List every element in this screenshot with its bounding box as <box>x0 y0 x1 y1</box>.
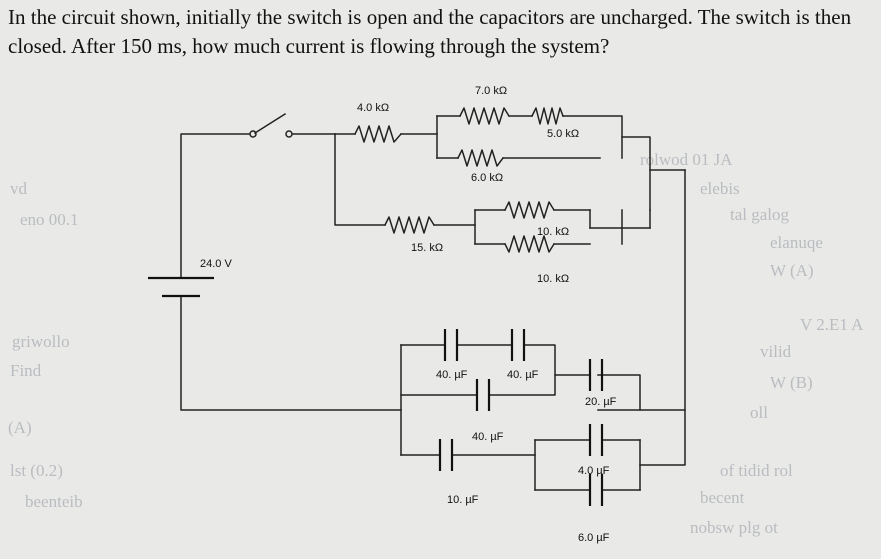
capacitor-40uf-b <box>510 329 526 361</box>
svg-text:(A): (A) <box>8 418 32 437</box>
resistor-6k <box>456 149 505 167</box>
capacitor-6uf <box>588 474 604 506</box>
svg-text:becent: becent <box>700 488 745 507</box>
svg-text:lst (0.2): lst (0.2) <box>10 461 63 480</box>
svg-text:eno 00.1: eno 00.1 <box>20 210 79 229</box>
svg-text:W (A): W (A) <box>770 261 814 280</box>
resistor-15k <box>383 216 436 234</box>
resistor-10k-top-label: 10. kΩ <box>537 226 569 238</box>
capacitor-4uf <box>588 424 604 456</box>
svg-text:vd: vd <box>10 179 28 198</box>
resistor-6k-label: 6.0 kΩ <box>471 172 503 184</box>
capacitor-40uf-a <box>443 329 459 361</box>
resistor-10k-top <box>503 201 556 219</box>
battery <box>148 276 214 298</box>
resistor-7k-label: 7.0 kΩ <box>475 85 507 97</box>
svg-text:of tidid rol: of tidid rol <box>720 461 793 480</box>
svg-text:tal galog: tal galog <box>730 205 790 224</box>
svg-text:beenteib: beenteib <box>25 492 83 511</box>
capacitor-20uf-label: 20. µF <box>585 396 617 408</box>
capacitor-10uf <box>438 439 454 471</box>
question-text: In the circuit shown, initially the swit… <box>8 5 852 58</box>
bleed-through-text: vd eno 00.1 griwollo Find (A) lst (0.2) … <box>8 150 864 537</box>
battery-label: 24.0 V <box>200 258 232 270</box>
svg-text:griwollo: griwollo <box>12 332 70 351</box>
switch <box>249 112 293 138</box>
capacitor-40uf-a-label: 40. µF <box>436 369 468 381</box>
resistor-10k-bottom <box>503 235 556 253</box>
resistor-10k-bottom-label: 10. kΩ <box>537 273 569 285</box>
resistor-5k-label: 5.0 kΩ <box>547 128 579 140</box>
resistor-4k-label: 4.0 kΩ <box>357 102 389 114</box>
resistor-4k <box>353 125 403 143</box>
svg-text:Find: Find <box>10 361 42 380</box>
capacitor-4uf-label: 4.0 µF <box>578 465 610 477</box>
capacitor-40uf-c <box>475 379 491 411</box>
resistor-15k-label: 15. kΩ <box>411 242 443 254</box>
svg-text:W (B): W (B) <box>770 373 813 392</box>
capacitor-40uf-c-label: 40. µF <box>472 431 504 443</box>
svg-text:V 2.E1 A: V 2.E1 A <box>800 315 864 334</box>
capacitor-40uf-b-label: 40. µF <box>507 369 539 381</box>
capacitor-10uf-label: 10. µF <box>447 494 479 506</box>
svg-text:elanuqe: elanuqe <box>770 233 823 252</box>
resistor-5k <box>530 107 564 125</box>
svg-text:elebis: elebis <box>700 179 740 198</box>
svg-text:rolwod 01 JA: rolwod 01 JA <box>640 150 733 169</box>
svg-text:oll: oll <box>750 403 768 422</box>
capacitor-20uf <box>588 359 604 391</box>
resistor-7k <box>458 107 511 125</box>
capacitor-6uf-label: 6.0 µF <box>578 532 610 544</box>
circuit-wires <box>180 115 686 491</box>
svg-text:nobsw plg ot: nobsw plg ot <box>690 518 778 537</box>
svg-text:vilid: vilid <box>760 342 792 361</box>
